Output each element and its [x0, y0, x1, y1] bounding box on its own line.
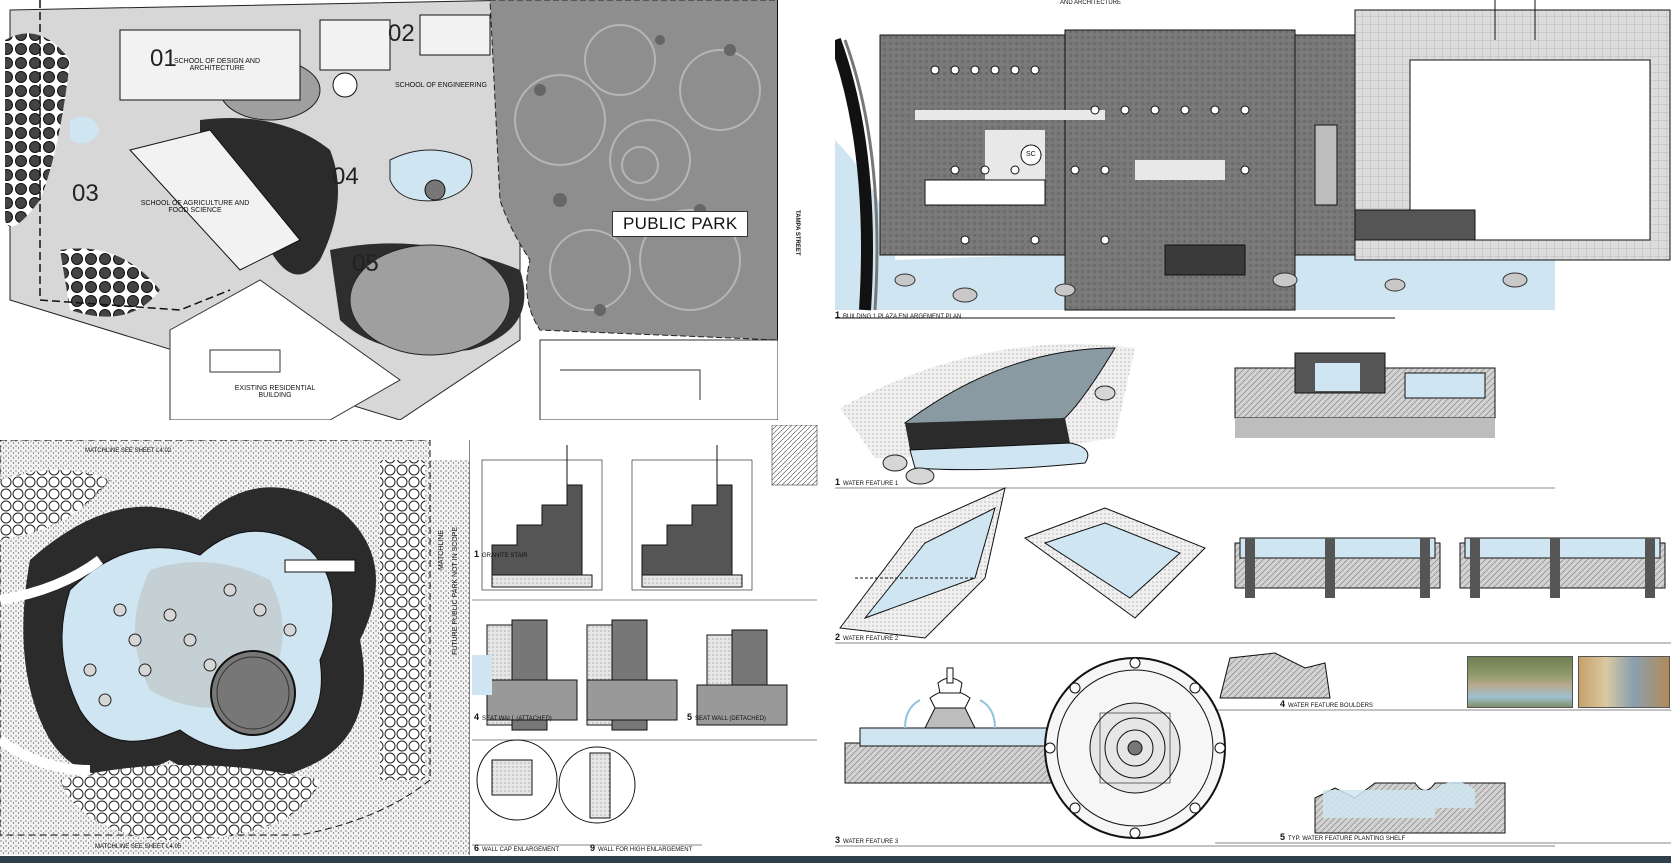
zone-label-05: 05: [352, 250, 379, 277]
future-park-label: FUTURE PUBLIC PARK NOT IN SCOPE: [452, 526, 459, 655]
wall-plate-1-number: 1: [474, 549, 480, 559]
wall-plate-1-title: GRANITE STAIR: [482, 553, 528, 559]
site-plan-panel: 01 02 03 04 05 SCHOOL OF DESIGN AND ARCH…: [0, 0, 778, 420]
zone-label-03: 03: [72, 180, 99, 207]
building-label-engineering: SCHOOL OF ENGINEERING: [395, 82, 487, 89]
wall-details-drawing: [472, 425, 818, 846]
plaza-header-text: AND ARCHITECTURE: [1060, 0, 1122, 6]
zone-label-04: 04: [332, 163, 359, 190]
water-plate-5-number: 5: [1280, 832, 1286, 842]
planting-plan-drawing: [0, 440, 470, 855]
tampa-street-label: TAMPA STREET: [794, 210, 800, 256]
wall-plate-9-number: 9: [590, 843, 596, 853]
water-plate-5-title: TYP. WATER FEATURE PLANTING SHELF: [1288, 836, 1406, 842]
bottom-bar: [0, 856, 1671, 863]
water-plate-2-title: WATER FEATURE 2: [843, 636, 899, 642]
plaza-plate-text: BUILDING 1 PLAZA ENLARGEMENT PLAN: [843, 314, 962, 320]
zone-label-01: 01: [150, 45, 177, 72]
wall-plate-6-title: WALL CAP ENLARGEMENT: [482, 847, 560, 853]
wall-plate-9-title: WALL FOR HIGH ENLARGEMENT: [598, 847, 693, 853]
building-label-residential: EXISTING RESIDENTIAL BUILDING: [234, 385, 316, 399]
plaza-plate-number: 1: [835, 310, 841, 320]
plaza-plan-drawing: [835, 0, 1671, 319]
building-label-design: SCHOOL OF DESIGN AND ARCHITECTURE: [173, 58, 261, 72]
water-plate-2-number: 2: [835, 632, 841, 642]
matchline-bottom-label: MATCHLINE SEE SHEET L4.05: [95, 844, 182, 850]
wall-plate-4-title: SEAT WALL (ATTACHED): [482, 716, 552, 722]
wall-plate-5-title: SEAT WALL (DETACHED): [695, 716, 766, 722]
matchline-top-label: MATCHLINE SEE SHEET L4.02: [85, 448, 172, 454]
water-feature-drawing: [835, 344, 1671, 847]
wall-plate-6-number: 6: [474, 843, 480, 853]
building-label-agriculture: SCHOOL OF AGRICULTURE AND FOOD SCIENCE: [140, 200, 250, 214]
wall-plate-5-number: 5: [687, 712, 693, 722]
site-plan-drawing: [5, 0, 778, 420]
water-plate-1-number: 1: [835, 477, 841, 487]
water-feature-photo-2: [1578, 656, 1670, 708]
planting-plan-panel: MATCHLINE SEE SHEET L4.02 MATCHLINE SEE …: [0, 440, 470, 855]
sc-marker: SC: [1026, 151, 1036, 158]
water-plate-1-title: WATER FEATURE 1: [843, 481, 899, 487]
public-park-label: PUBLIC PARK: [612, 211, 749, 237]
matchline-side-label: MATCHLINE: [438, 530, 445, 570]
water-plate-3-title: WATER FEATURE 3: [843, 839, 899, 845]
water-plate-4-title: WATER FEATURE BOULDERS: [1288, 703, 1373, 709]
water-feature-photo-1: [1467, 656, 1573, 708]
zone-label-02: 02: [388, 20, 415, 47]
wall-plate-4-number: 4: [474, 712, 480, 722]
water-plate-3-number: 3: [835, 835, 841, 845]
water-plate-4-number: 4: [1280, 699, 1286, 709]
